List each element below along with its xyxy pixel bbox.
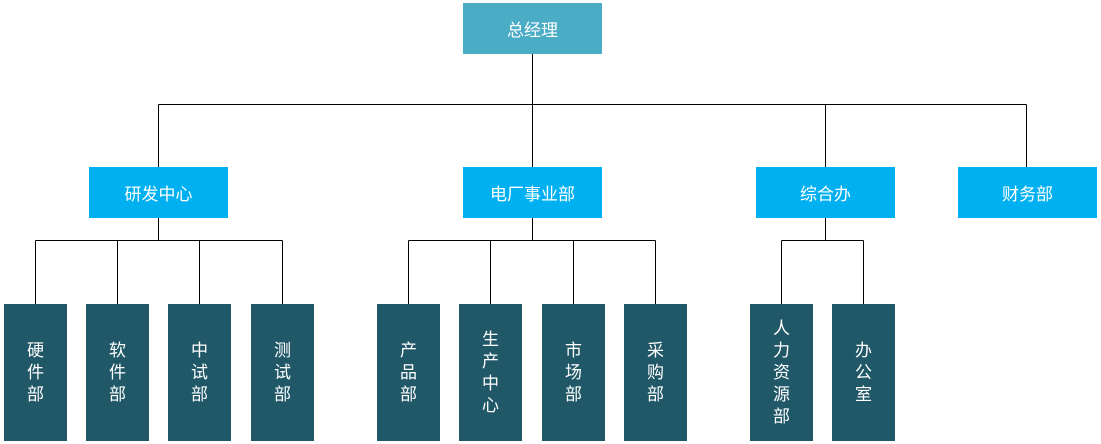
unit-production-center-label: 生产中心 <box>482 329 499 416</box>
unit-hardware: 硬件部 <box>4 304 67 441</box>
dept-finance-label: 财务部 <box>1002 185 1053 205</box>
unit-marketing: 市场部 <box>542 304 605 441</box>
unit-hardware-label: 硬件部 <box>27 340 44 405</box>
unit-purchasing-label: 采购部 <box>647 340 664 405</box>
dept-finance: 财务部 <box>958 167 1097 218</box>
dept-power-plant-division-label: 电厂事业部 <box>490 185 575 205</box>
unit-product-label: 产品部 <box>400 340 417 405</box>
unit-office: 办公室 <box>832 304 895 441</box>
unit-software-label: 软件部 <box>109 340 126 405</box>
unit-pilot-test-label: 中试部 <box>191 340 208 405</box>
unit-software: 软件部 <box>86 304 149 441</box>
unit-office-label: 办公室 <box>855 340 872 405</box>
unit-pilot-test: 中试部 <box>168 304 231 441</box>
dept-general-office-label: 综合办 <box>800 185 851 205</box>
dept-rd-center-label: 研发中心 <box>124 185 193 205</box>
unit-marketing-label: 市场部 <box>565 340 582 405</box>
unit-testing: 测试部 <box>251 304 314 441</box>
unit-product: 产品部 <box>377 304 440 441</box>
unit-human-resources-label: 人力资源部 <box>773 318 790 427</box>
general-manager-box: 总经理 <box>463 3 602 54</box>
unit-purchasing: 采购部 <box>624 304 687 441</box>
dept-rd-center: 研发中心 <box>89 167 228 218</box>
general-manager-label: 总经理 <box>507 21 558 41</box>
unit-production-center: 生产中心 <box>459 304 522 441</box>
dept-general-office: 综合办 <box>756 167 895 218</box>
unit-testing-label: 测试部 <box>274 340 291 405</box>
unit-human-resources: 人力资源部 <box>750 304 813 441</box>
dept-power-plant-division: 电厂事业部 <box>463 167 602 218</box>
